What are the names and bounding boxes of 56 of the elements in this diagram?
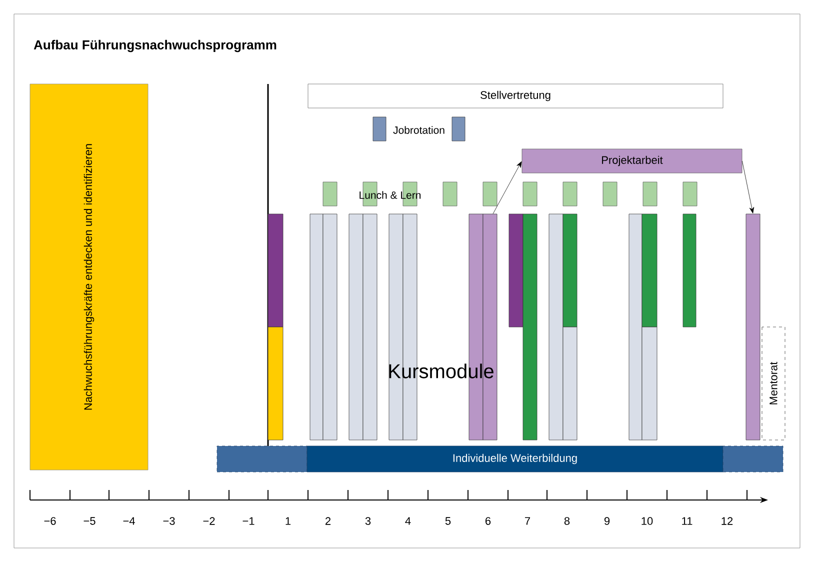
tick-label: −6 [44,517,56,525]
tick-label: 2 [326,517,331,525]
label: Lunch & Lern [360,191,421,199]
timeline-bar [482,182,498,206]
tick-label: −3 [163,517,175,525]
tick-label: −2 [203,517,215,525]
process-box: Nachwuchsführungskräfte entdecken und identifizieren [30,84,148,470]
timeline-bar [746,214,760,440]
tick-label: 3 [365,517,371,525]
timeline-bar [268,326,284,440]
arrow [492,161,522,214]
timeline-bar [216,446,308,472]
tick-label: −5 [84,517,96,525]
timeline-bar [508,214,524,328]
timeline-bar [522,214,538,440]
timeline-bar [310,214,324,440]
timeline-bar [722,446,784,472]
tick-label: 5 [445,517,451,525]
timeline-bar [682,182,698,206]
timeline-bar [452,116,466,142]
timeline-bar [602,182,618,206]
timeline-bar [642,214,658,328]
timeline-bar [362,214,378,440]
tick-label: 4 [405,517,411,525]
tick-label: 6 [486,517,491,525]
tick-label: 10 [642,517,653,525]
timeline-bar [562,214,578,328]
timeline-bar [628,214,642,440]
tick-label: 11 [682,517,692,525]
label: Jobrotation [393,126,444,134]
timeline-bar [322,214,338,440]
timeline-bar [548,214,564,440]
tick-label: 8 [564,517,570,525]
timeline-bar [372,116,386,142]
timeline-bar [348,214,364,440]
tick-label: −4 [123,517,135,525]
tick-label: 7 [525,517,530,525]
tick-label: 1 [286,517,291,525]
process-box: Projektarbeit [522,148,742,174]
timeline-bar [562,182,578,206]
timeline-bar [522,182,538,206]
timeline-bar [442,182,458,206]
timeline-bar [562,326,578,440]
tick-label: 12 [722,517,733,525]
timeline-bar [682,214,696,328]
process-box: Individuelle Weiterbildung [306,446,724,472]
process-box: Stellvertretung [308,84,724,108]
title: Aufbau Führungsnachwuchsprogramm [34,40,276,52]
timeline-bar [322,182,338,206]
process-box: Mentorat [762,326,786,440]
tick-label: 9 [604,517,610,525]
timeline-bar [642,326,658,440]
tick-label: −1 [242,517,254,525]
timeline-bar [268,214,284,328]
timeline-bar [642,182,658,206]
arrow [742,160,754,214]
